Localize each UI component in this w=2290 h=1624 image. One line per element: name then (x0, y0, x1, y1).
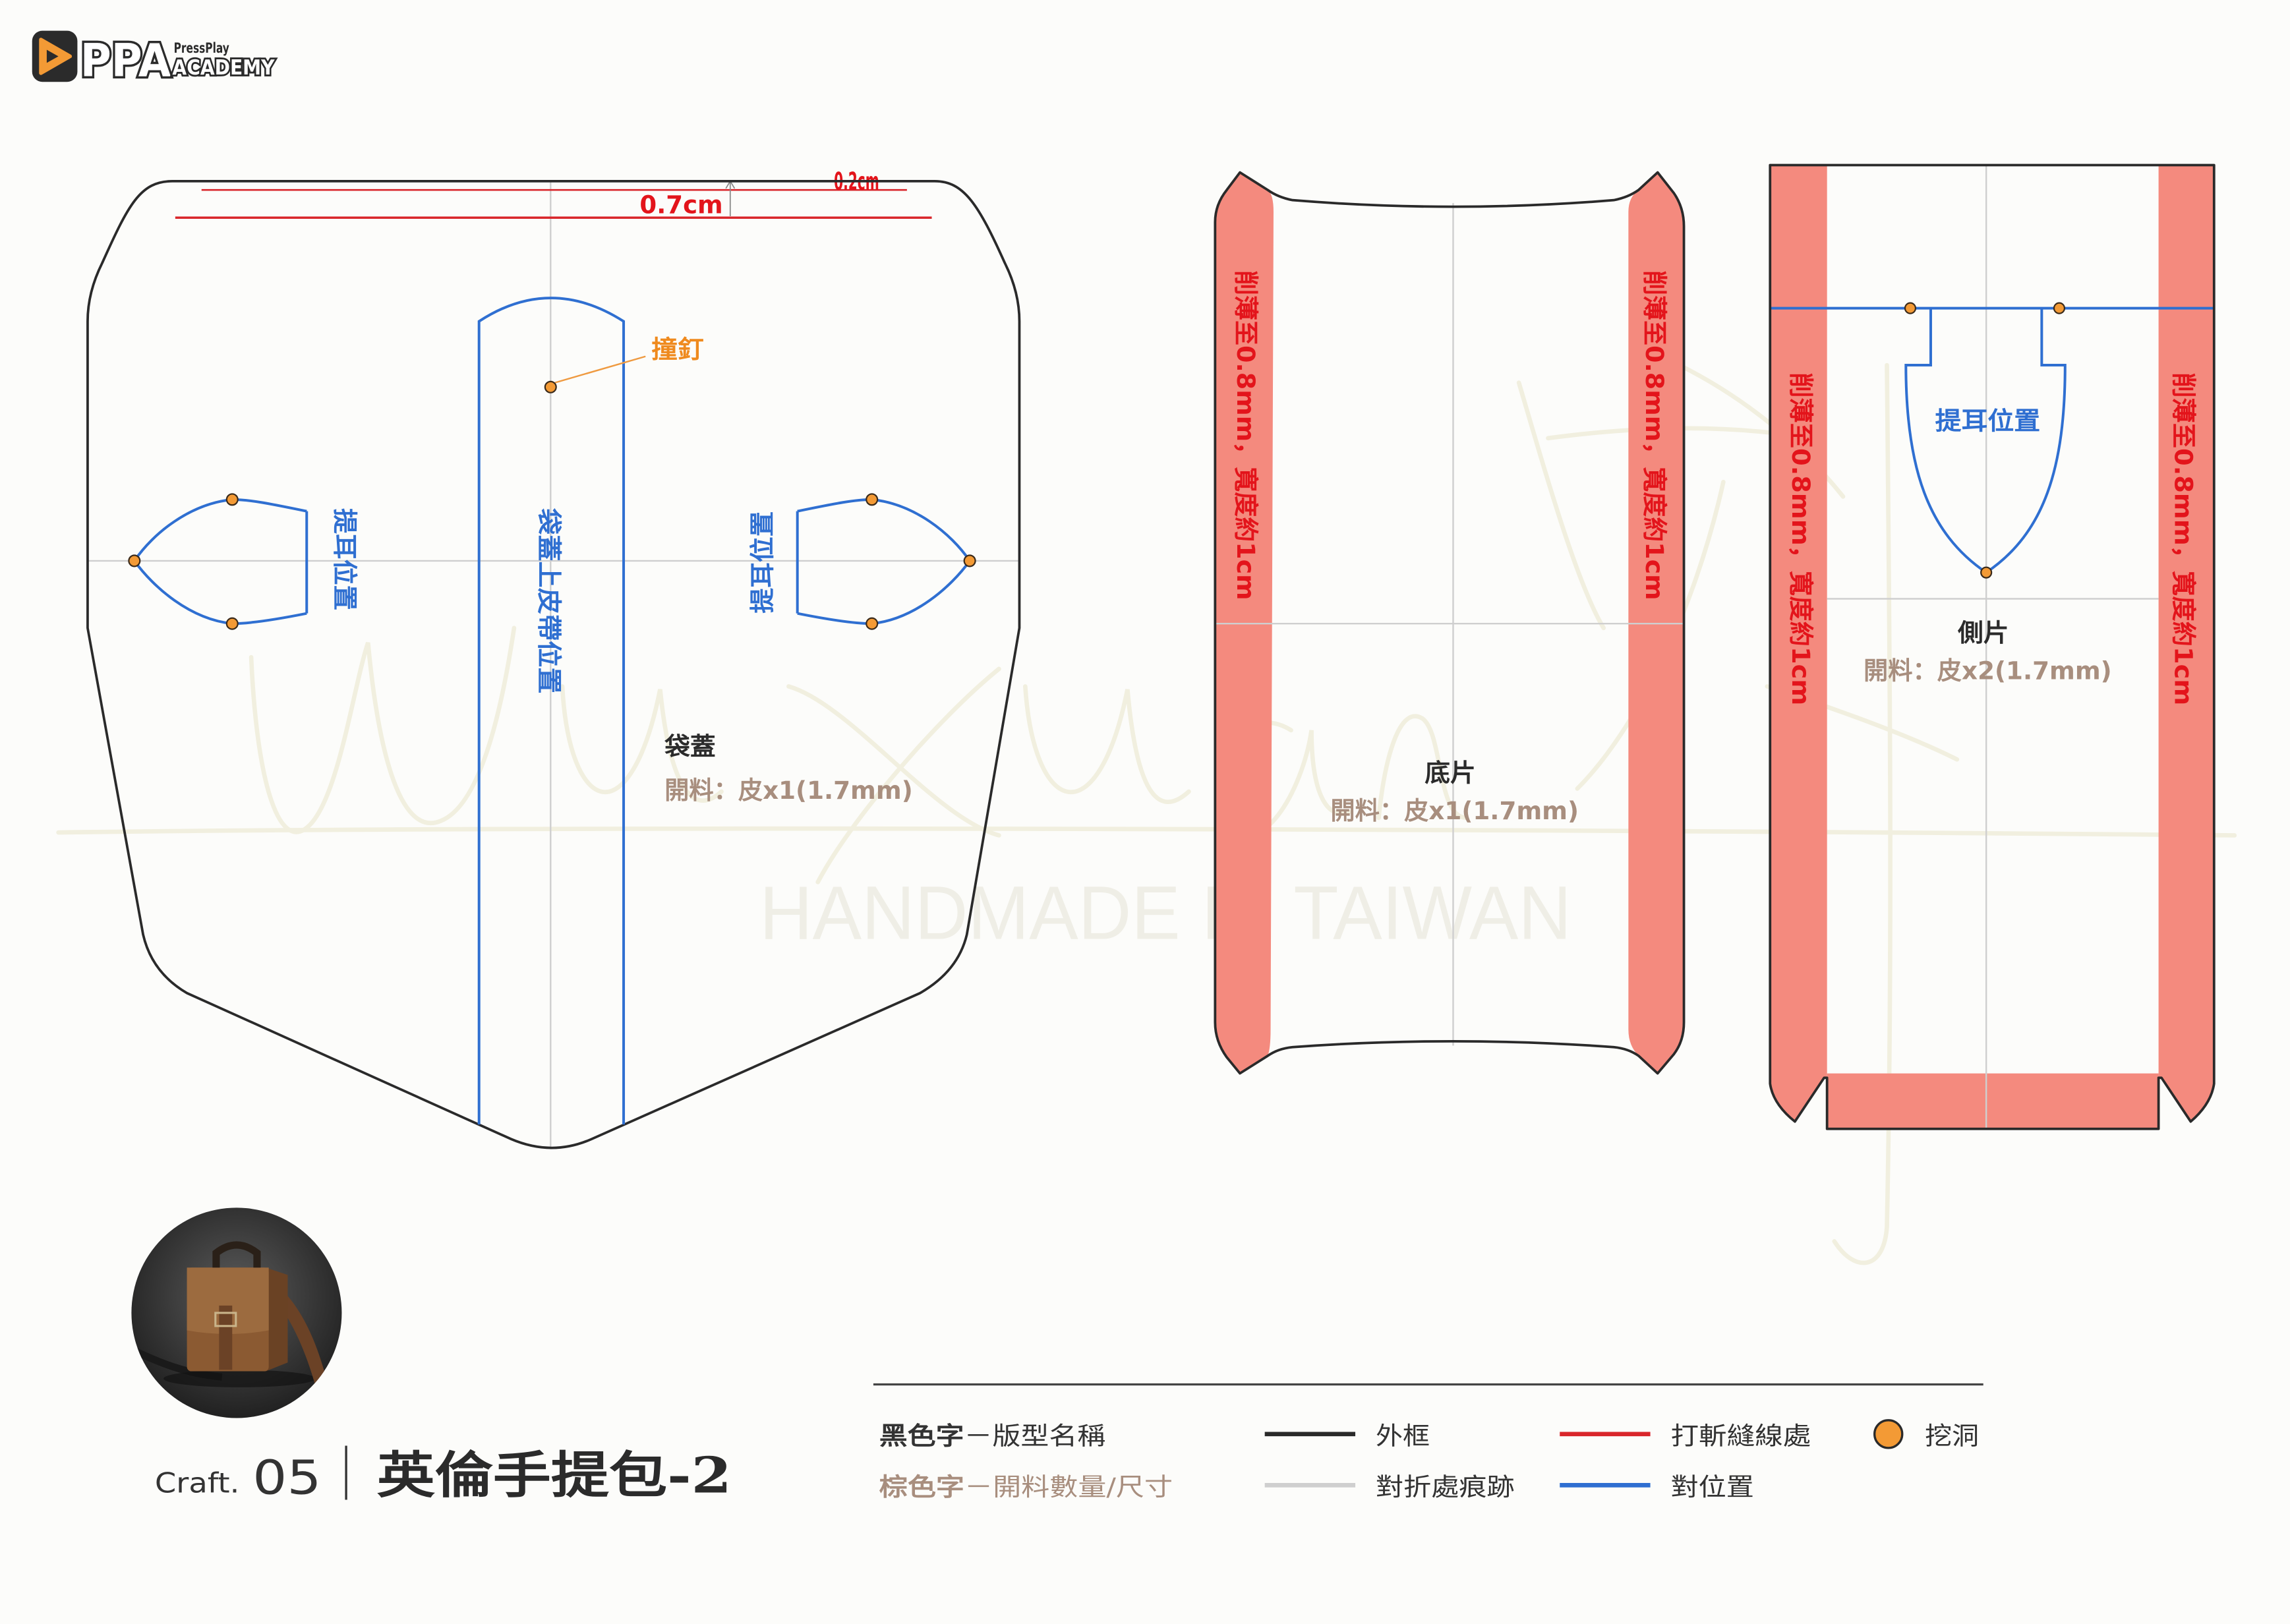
ear-tip-hole (1980, 566, 1993, 579)
legend-brown-meaning: －開料數量/尺寸 (964, 1472, 1173, 1501)
strap-position-outline (477, 297, 626, 1125)
ear-left-hole-tip (128, 554, 141, 567)
bag-side (266, 1267, 288, 1372)
legend: 黑色字－版型名稱 棕色字－開料數量/尺寸 外框 對折處痕跡 打斬縫線處 對位置 … (873, 1383, 1983, 1501)
logo-academy: ACADEMY (172, 56, 275, 80)
skive-note-left: 削薄至0.8mm，寬度約1cm (1786, 372, 1815, 705)
ear-left-hole-bottom (225, 617, 239, 630)
bottom-outline (1214, 171, 1686, 1075)
rivet-label: 撞釘 (651, 335, 704, 364)
legend-brown-term: 棕色字 (879, 1472, 964, 1501)
document-title: Craft. 05 英倫手提包-2 (155, 1445, 732, 1505)
ear-right-hole-tip (963, 554, 976, 567)
bottom-cut-spec: 開料：皮x1(1.7mm) (1330, 796, 1579, 825)
pattern-piece-bottom: 削薄至0.8mm，寬度約1cm 削薄至0.8mm，寬度約1cm 底片 開料：皮x… (1214, 171, 1686, 1075)
strap-position-label: 袋蓋上皮帶位置 (535, 508, 564, 693)
watermark-tagline: HANDMADE IN TAIWAN (759, 871, 1571, 956)
side-cut-spec: 開料：皮x2(1.7mm) (1864, 656, 2112, 685)
skive-note-right: 削薄至0.8mm，寬度約1cm (2169, 372, 2198, 705)
skive-band-bottom (1827, 1073, 2159, 1129)
logo-pressplay: PressPlay (174, 40, 229, 56)
bottom-name: 底片 (1424, 758, 1476, 787)
ppa-academy-logo: PPA PressPlay ACADEMY (32, 30, 277, 90)
ear-position-label: 提耳位置 (1935, 407, 2041, 436)
legend-black-term: 黑色字 (879, 1421, 964, 1450)
legend-fold-label: 對折處痕跡 (1376, 1472, 1514, 1501)
skive-note-right: 削薄至0.8mm，寬度約1cm (1640, 270, 1669, 600)
stitch-distance-label: 0.7cm (639, 190, 722, 219)
legend-brown-text: 棕色字－開料數量/尺寸 (879, 1472, 1173, 1501)
flap-cut-spec: 開料：皮x1(1.7mm) (664, 776, 913, 805)
ear-position-left-label: 提耳位置 (330, 508, 359, 610)
title-prefix: Craft. (155, 1466, 240, 1499)
legend-hole-label: 挖洞 (1925, 1421, 1979, 1450)
rivet-hole (544, 380, 557, 393)
legend-hole-swatch (1873, 1419, 1904, 1449)
ear-position-right-label: 提耳位置 (748, 511, 777, 614)
ear-right-hole-bottom (866, 617, 879, 630)
skive-note-left: 削薄至0.8mm，寬度約1cm (1231, 270, 1260, 600)
legend-stitch-label: 打斬縫線處 (1671, 1421, 1811, 1450)
buckle-strap (219, 1305, 233, 1370)
ear-right-hole-top (866, 493, 879, 506)
flap-name: 袋蓋 (664, 732, 716, 761)
ear-left-hole-top (225, 493, 239, 506)
title-number: 05 (252, 1451, 321, 1505)
legend-black-text: 黑色字－版型名稱 (879, 1421, 1105, 1450)
logo-wordmark: PPA (80, 34, 171, 87)
align-hole-right (2053, 302, 2066, 314)
side-outline (1769, 163, 2216, 1130)
play-icon-highlight (46, 49, 59, 63)
pattern-piece-side: 提耳位置 削薄至0.8mm，寬度約1cm 削薄至0.8mm，寬度約1cm 側片 … (1769, 163, 2216, 1130)
bag-flap (187, 1267, 269, 1335)
product-photo (131, 1207, 342, 1418)
bag-shadow (163, 1370, 316, 1387)
buckle (214, 1312, 237, 1327)
align-hole-left (1904, 302, 1917, 314)
watermark-signature (56, 362, 2237, 1265)
flap-outline (86, 179, 1021, 1149)
legend-black-meaning: －版型名稱 (964, 1421, 1106, 1450)
skive-band-right (2158, 165, 2214, 1122)
side-name: 側片 (1957, 618, 2009, 647)
bag-handle (212, 1241, 261, 1268)
legend-outline-label: 外框 (1376, 1421, 1430, 1450)
legend-align-label: 對位置 (1671, 1472, 1754, 1501)
skive-band-left (1770, 165, 1827, 1122)
watermark: HANDMADE IN TAIWAN (56, 362, 2237, 1265)
title-name: 英倫手提包-2 (377, 1445, 732, 1504)
bag-illustration (132, 1241, 328, 1387)
rivet-leader-line (554, 355, 646, 384)
pattern-piece-flap: 0.7cm 0.2cm 袋蓋上皮帶位置 撞釘 提耳位置 提耳位置 袋蓋 開料：皮… (86, 167, 1021, 1149)
